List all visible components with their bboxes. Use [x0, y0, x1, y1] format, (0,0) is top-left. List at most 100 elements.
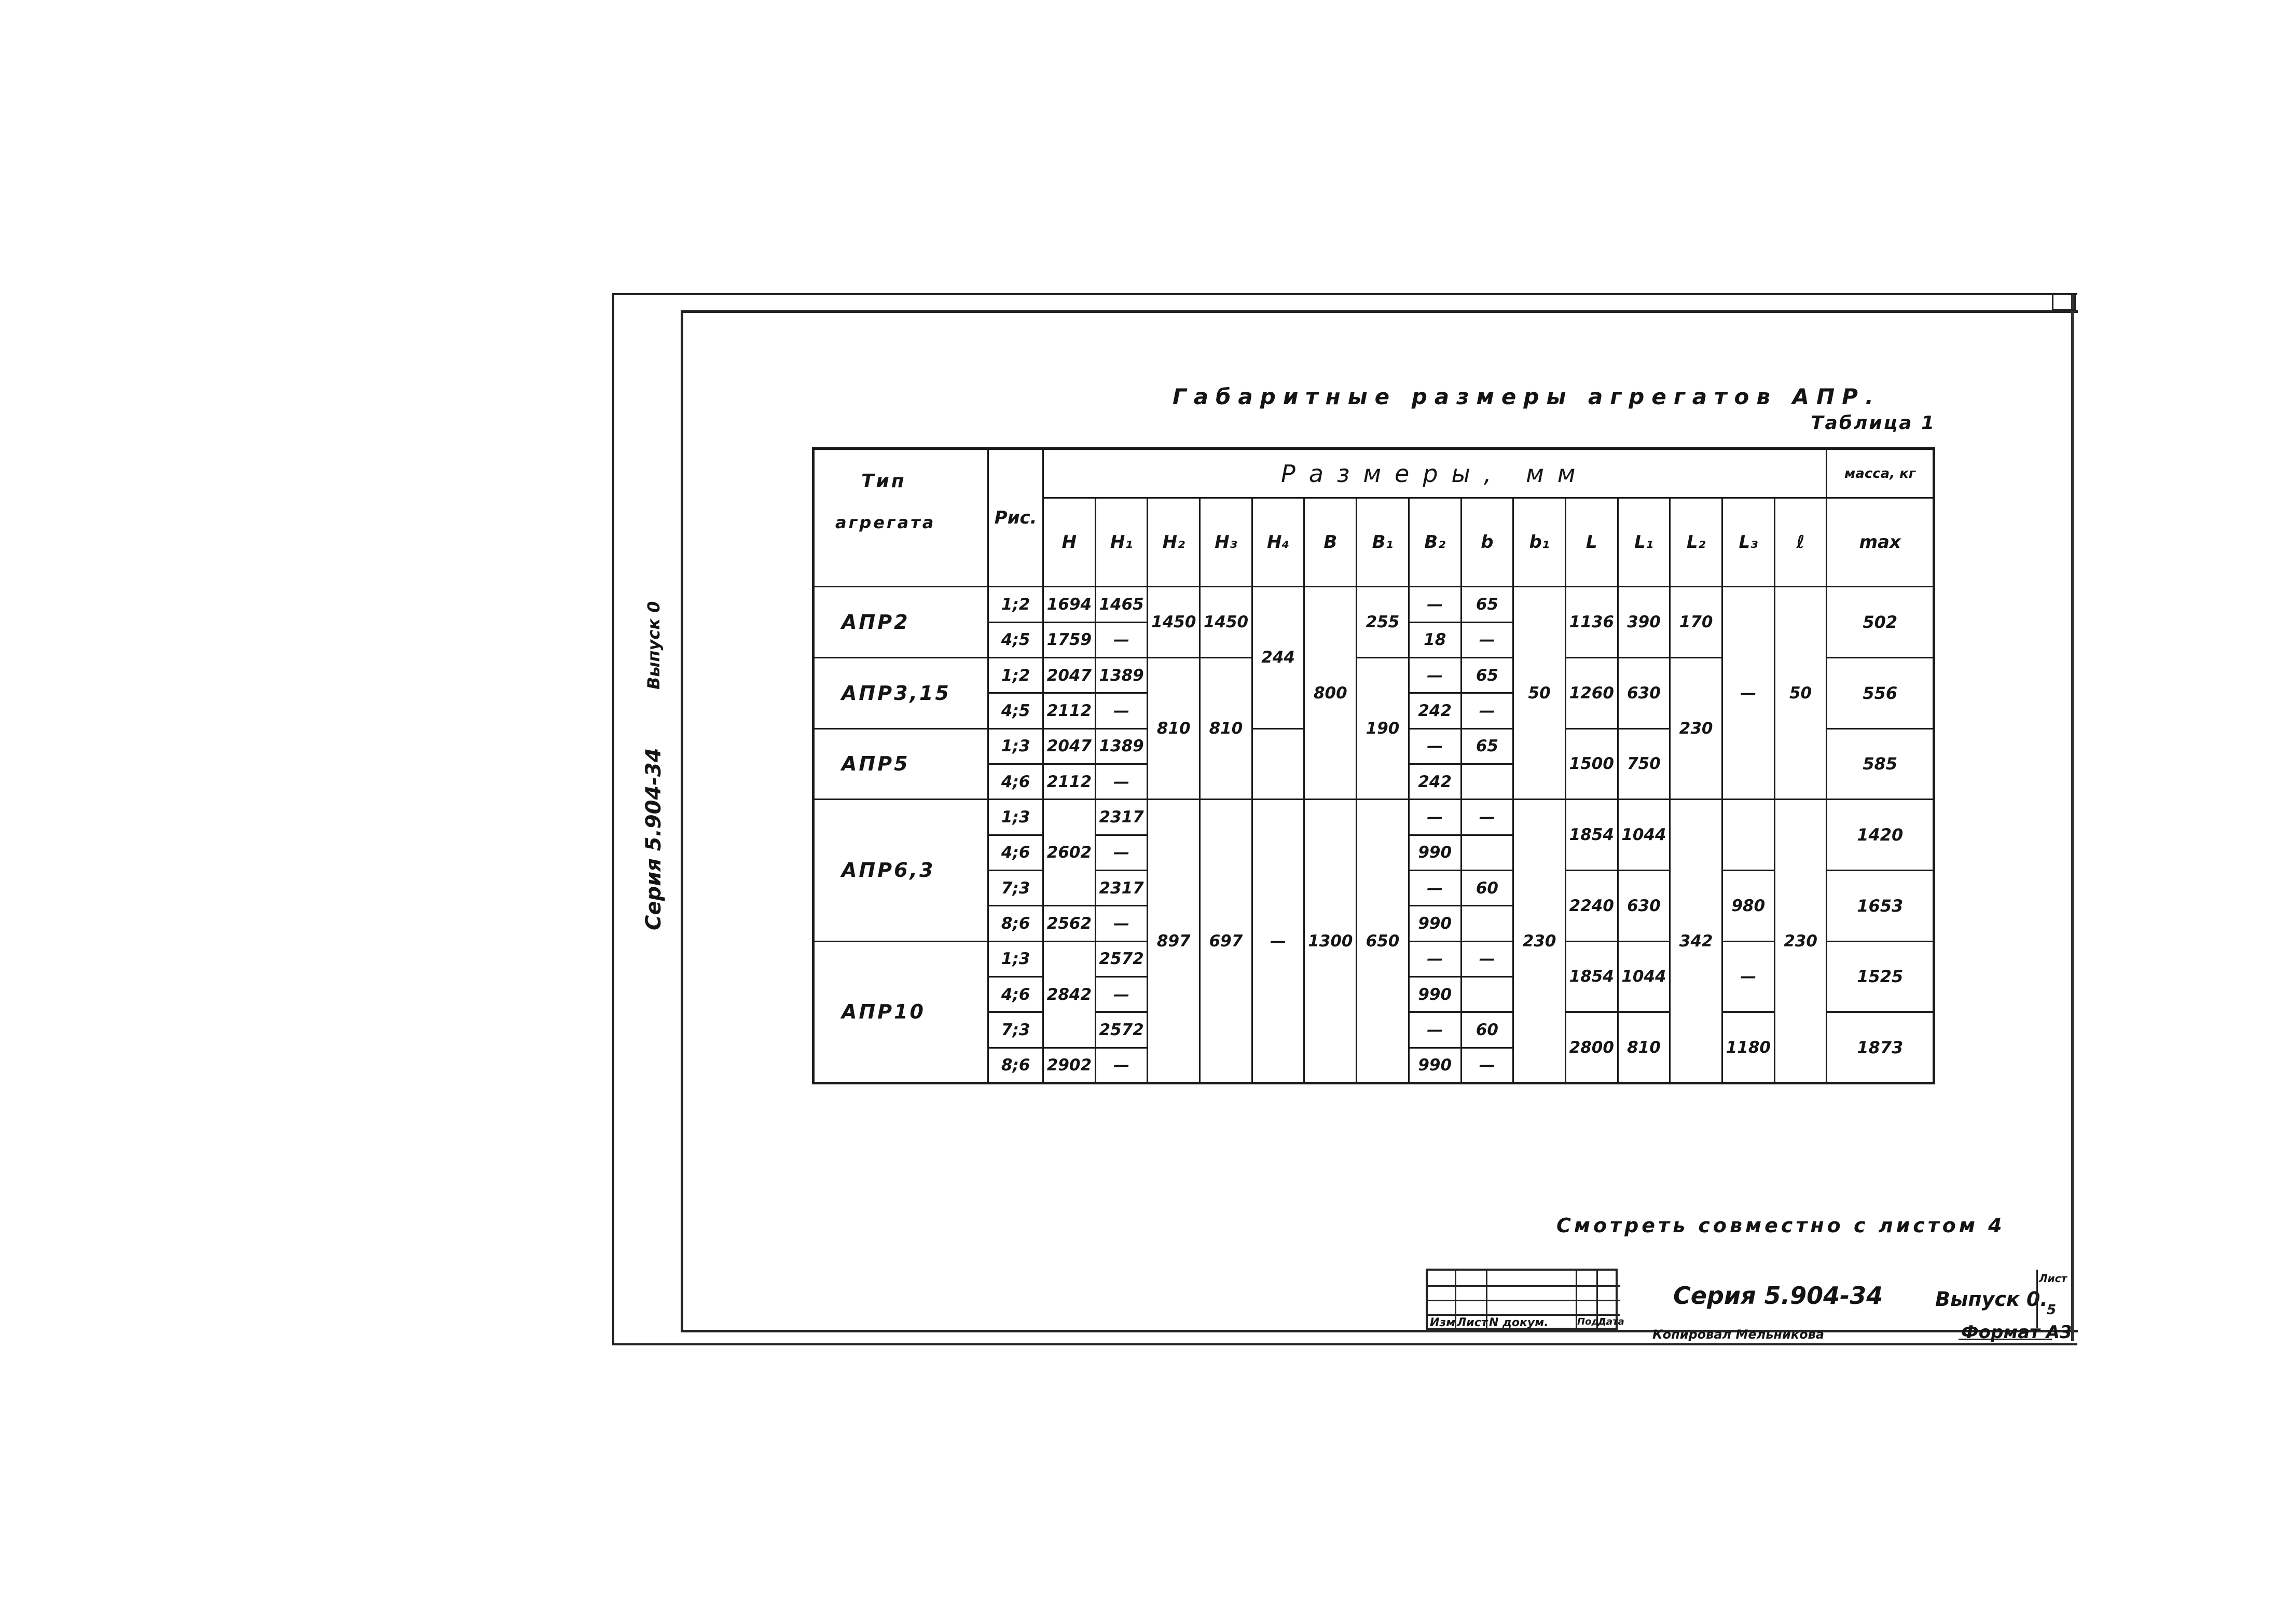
b2-cell: —: [1408, 799, 1462, 836]
b2-cell: 990: [1408, 905, 1462, 942]
b2-cell: —: [1408, 869, 1462, 907]
dimensions-table: Тип агрегата Рис. Размеры, мм масса, кг …: [812, 447, 1935, 1084]
small-l-cell: 230: [1773, 799, 1828, 1084]
col-header-b2: B₂: [1408, 497, 1462, 588]
col-header-h4: H₄: [1251, 497, 1305, 588]
col-header-l2: L₂: [1669, 497, 1723, 588]
col-header-h: H: [1042, 497, 1096, 588]
small-b-cell: —: [1460, 799, 1514, 836]
mass-cell: 585: [1826, 727, 1935, 801]
h-cell: 1694: [1042, 586, 1096, 623]
fig-cell: 4;6: [987, 975, 1044, 1013]
h2-cell: 1450: [1147, 586, 1201, 658]
outer-sheet-frame: [612, 293, 2077, 1345]
small-b1-cell: 230: [1512, 799, 1566, 1084]
l3-cell: 1180: [1721, 1011, 1775, 1084]
h1-cell: —: [1094, 692, 1149, 730]
fig-cell: 1;2: [987, 586, 1044, 623]
l2-cell: 230: [1669, 656, 1723, 801]
col-header-h2: H₂: [1147, 497, 1201, 588]
h1-cell: —: [1094, 763, 1149, 801]
l3-cell: —: [1721, 940, 1775, 1013]
caption-change: Изм: [1430, 1316, 1456, 1329]
sheet-right-edge: [2071, 293, 2074, 1341]
col-header-l3: L₃: [1721, 497, 1775, 588]
caption-signature: Подп.: [1577, 1316, 1609, 1327]
small-b-cell: —: [1460, 692, 1514, 730]
format-underline: [1959, 1339, 2052, 1340]
h-cell: 2112: [1042, 763, 1096, 801]
b2-cell: —: [1408, 586, 1462, 623]
col-header-l: L: [1564, 497, 1619, 588]
col-header-small-b: b: [1460, 497, 1514, 588]
mass-max-header: max: [1826, 497, 1935, 588]
b1-cell: 650: [1356, 799, 1410, 1084]
h-cell: 2047: [1042, 727, 1096, 765]
small-b-cell: 65: [1460, 727, 1514, 765]
l-cell: 1500: [1564, 727, 1619, 801]
small-b-cell: [1460, 763, 1514, 801]
h2-cell: 897: [1147, 799, 1201, 1084]
l-cell: 1854: [1564, 799, 1619, 871]
col-header-small-l: ℓ: [1773, 497, 1828, 588]
dimensions-header: Размеры, мм: [1042, 447, 1828, 499]
h-cell: 2047: [1042, 656, 1096, 694]
l-cell: 1136: [1564, 586, 1619, 658]
l1-cell: 390: [1617, 586, 1671, 658]
small-b-cell: —: [1460, 940, 1514, 978]
side-issue-label: Выпуск 0: [644, 601, 664, 690]
h1-cell: —: [1094, 905, 1149, 942]
copied-by: Копировал Мельникова: [1652, 1327, 1824, 1342]
type-apr10: АПР10: [812, 940, 989, 1084]
l2-cell: 170: [1669, 586, 1723, 658]
fig-cell: 7;3: [987, 1011, 1044, 1049]
fig-cell: 1;3: [987, 727, 1044, 765]
h3-cell: 1450: [1199, 586, 1253, 658]
l3-cell: —: [1721, 586, 1775, 801]
small-l-cell: 50: [1773, 586, 1828, 801]
l1-cell: 750: [1617, 727, 1671, 801]
mass-cell: 1653: [1826, 869, 1935, 942]
h-cell: 2112: [1042, 692, 1096, 730]
small-b-cell: 65: [1460, 656, 1514, 694]
h-cell: 2562: [1042, 905, 1096, 942]
h-cell: 1759: [1042, 621, 1096, 658]
l1-cell: 1044: [1617, 799, 1671, 871]
small-b-cell: —: [1460, 621, 1514, 658]
h4-cell-empty: [1251, 727, 1305, 801]
type-header-line1: Тип: [861, 471, 906, 492]
fig-cell: 8;6: [987, 905, 1044, 942]
caption-doc-number: N докум.: [1489, 1316, 1549, 1329]
grid-line: [1486, 1271, 1487, 1332]
side-series-label: Серия 5.904-34: [642, 748, 666, 930]
b2-cell: —: [1408, 727, 1462, 765]
series-designation: Серия 5.904-34: [1673, 1282, 1883, 1310]
fig-cell: 1;3: [987, 940, 1044, 978]
grid-line: [1576, 1271, 1577, 1332]
grid-line: [1455, 1271, 1456, 1332]
h1-cell: 1389: [1094, 656, 1149, 694]
small-b-cell: [1460, 975, 1514, 1013]
fig-cell: 8;6: [987, 1047, 1044, 1084]
title-block: Изм Лист N докум. Подп. Дата: [1426, 1269, 2075, 1332]
small-b-cell: 65: [1460, 586, 1514, 623]
h3-cell: 697: [1199, 799, 1253, 1084]
fig-cell: 7;3: [987, 869, 1044, 907]
type-header: Тип агрегата: [812, 447, 989, 588]
b2-cell: —: [1408, 940, 1462, 978]
h1-cell: 1389: [1094, 727, 1149, 765]
fig-cell: 1;3: [987, 799, 1044, 836]
h1-cell: —: [1094, 834, 1149, 871]
b2-cell: 242: [1408, 692, 1462, 730]
fig-cell: 4;6: [987, 834, 1044, 871]
type-header-line2: агрегата: [835, 513, 936, 532]
h3-cell: 810: [1199, 656, 1253, 801]
small-b-cell: 60: [1460, 869, 1514, 907]
mass-header: масса, кг: [1826, 447, 1935, 499]
document-title: Габаритные размеры агрегатов АПР.: [1173, 384, 1881, 409]
fig-cell: 4;5: [987, 621, 1044, 658]
sheet-number: 5: [2047, 1302, 2057, 1318]
l1-cell: 630: [1617, 869, 1671, 942]
b-cell: 1300: [1303, 799, 1358, 1084]
h1-cell: —: [1094, 1047, 1149, 1084]
